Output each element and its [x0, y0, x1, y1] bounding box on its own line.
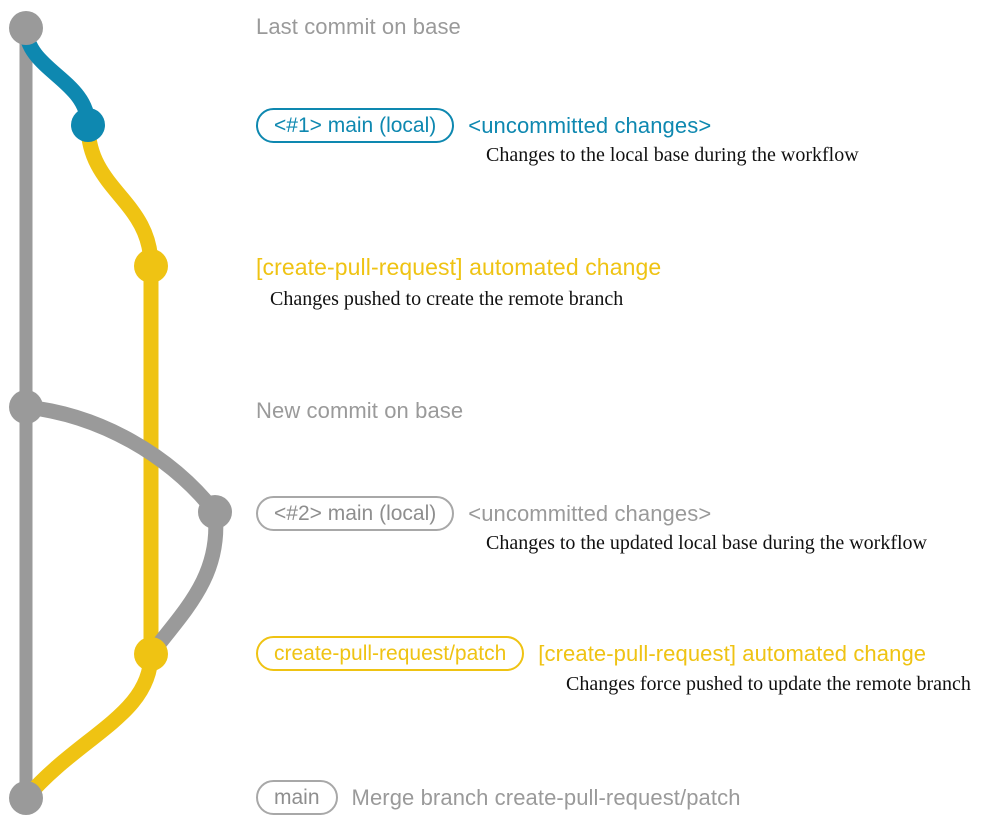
subnote-local-main-2: Changes to the updated local base during… [486, 532, 927, 554]
row-new-commit-on-base-label: New commit on base [256, 398, 464, 423]
node-local-main-2[interactable] [198, 495, 232, 529]
node-last-commit-on-base[interactable] [9, 11, 43, 45]
edge-yellow-merge [18, 646, 159, 806]
subnote-automated-change-2: Changes force pushed to update the remot… [566, 673, 971, 695]
row-local-main-1: <#1> main (local) <uncommitted changes> [256, 108, 711, 143]
row-automated-change-1-label: [create-pull-request] automated change [256, 254, 662, 280]
badge-main[interactable]: main [256, 780, 338, 815]
row-automated-change-2: create-pull-request/patch [create-pull-r… [256, 636, 926, 671]
message-automated-change-2: [create-pull-request] automated change [538, 640, 927, 666]
edge-yellow-branch-one [80, 117, 159, 274]
node-automated-change-2[interactable] [134, 637, 168, 671]
row-local-main-2: <#2> main (local) <uncommitted changes> [256, 496, 711, 531]
subnote-local-main-1: Changes to the local base during the wor… [486, 144, 859, 166]
subnote-automated-change-1: Changes pushed to create the remote bran… [270, 288, 624, 310]
row-merge-commit: main Merge branch create-pull-request/pa… [256, 780, 741, 815]
message-merge-commit: Merge branch create-pull-request/patch [351, 784, 741, 810]
message-local-main-2: <uncommitted changes> [468, 500, 712, 526]
message-local-main-1: <uncommitted changes> [468, 112, 712, 138]
edge-gray-to-automated-two [143, 504, 224, 662]
row-last-commit-on-base-label: Last commit on base [256, 14, 461, 39]
node-merge-commit[interactable] [9, 781, 43, 815]
badge-create-pull-request-patch[interactable]: create-pull-request/patch [256, 636, 525, 671]
node-local-main-1[interactable] [71, 108, 105, 142]
node-automated-change-1[interactable] [134, 249, 168, 283]
edge-gray-branch-two [18, 399, 223, 520]
node-new-commit-on-base[interactable] [9, 390, 43, 424]
badge-local-main-2[interactable]: <#2> main (local) [256, 496, 455, 531]
badge-local-main-1[interactable]: <#1> main (local) [256, 108, 455, 143]
edge-teal-branch-out [18, 20, 96, 133]
